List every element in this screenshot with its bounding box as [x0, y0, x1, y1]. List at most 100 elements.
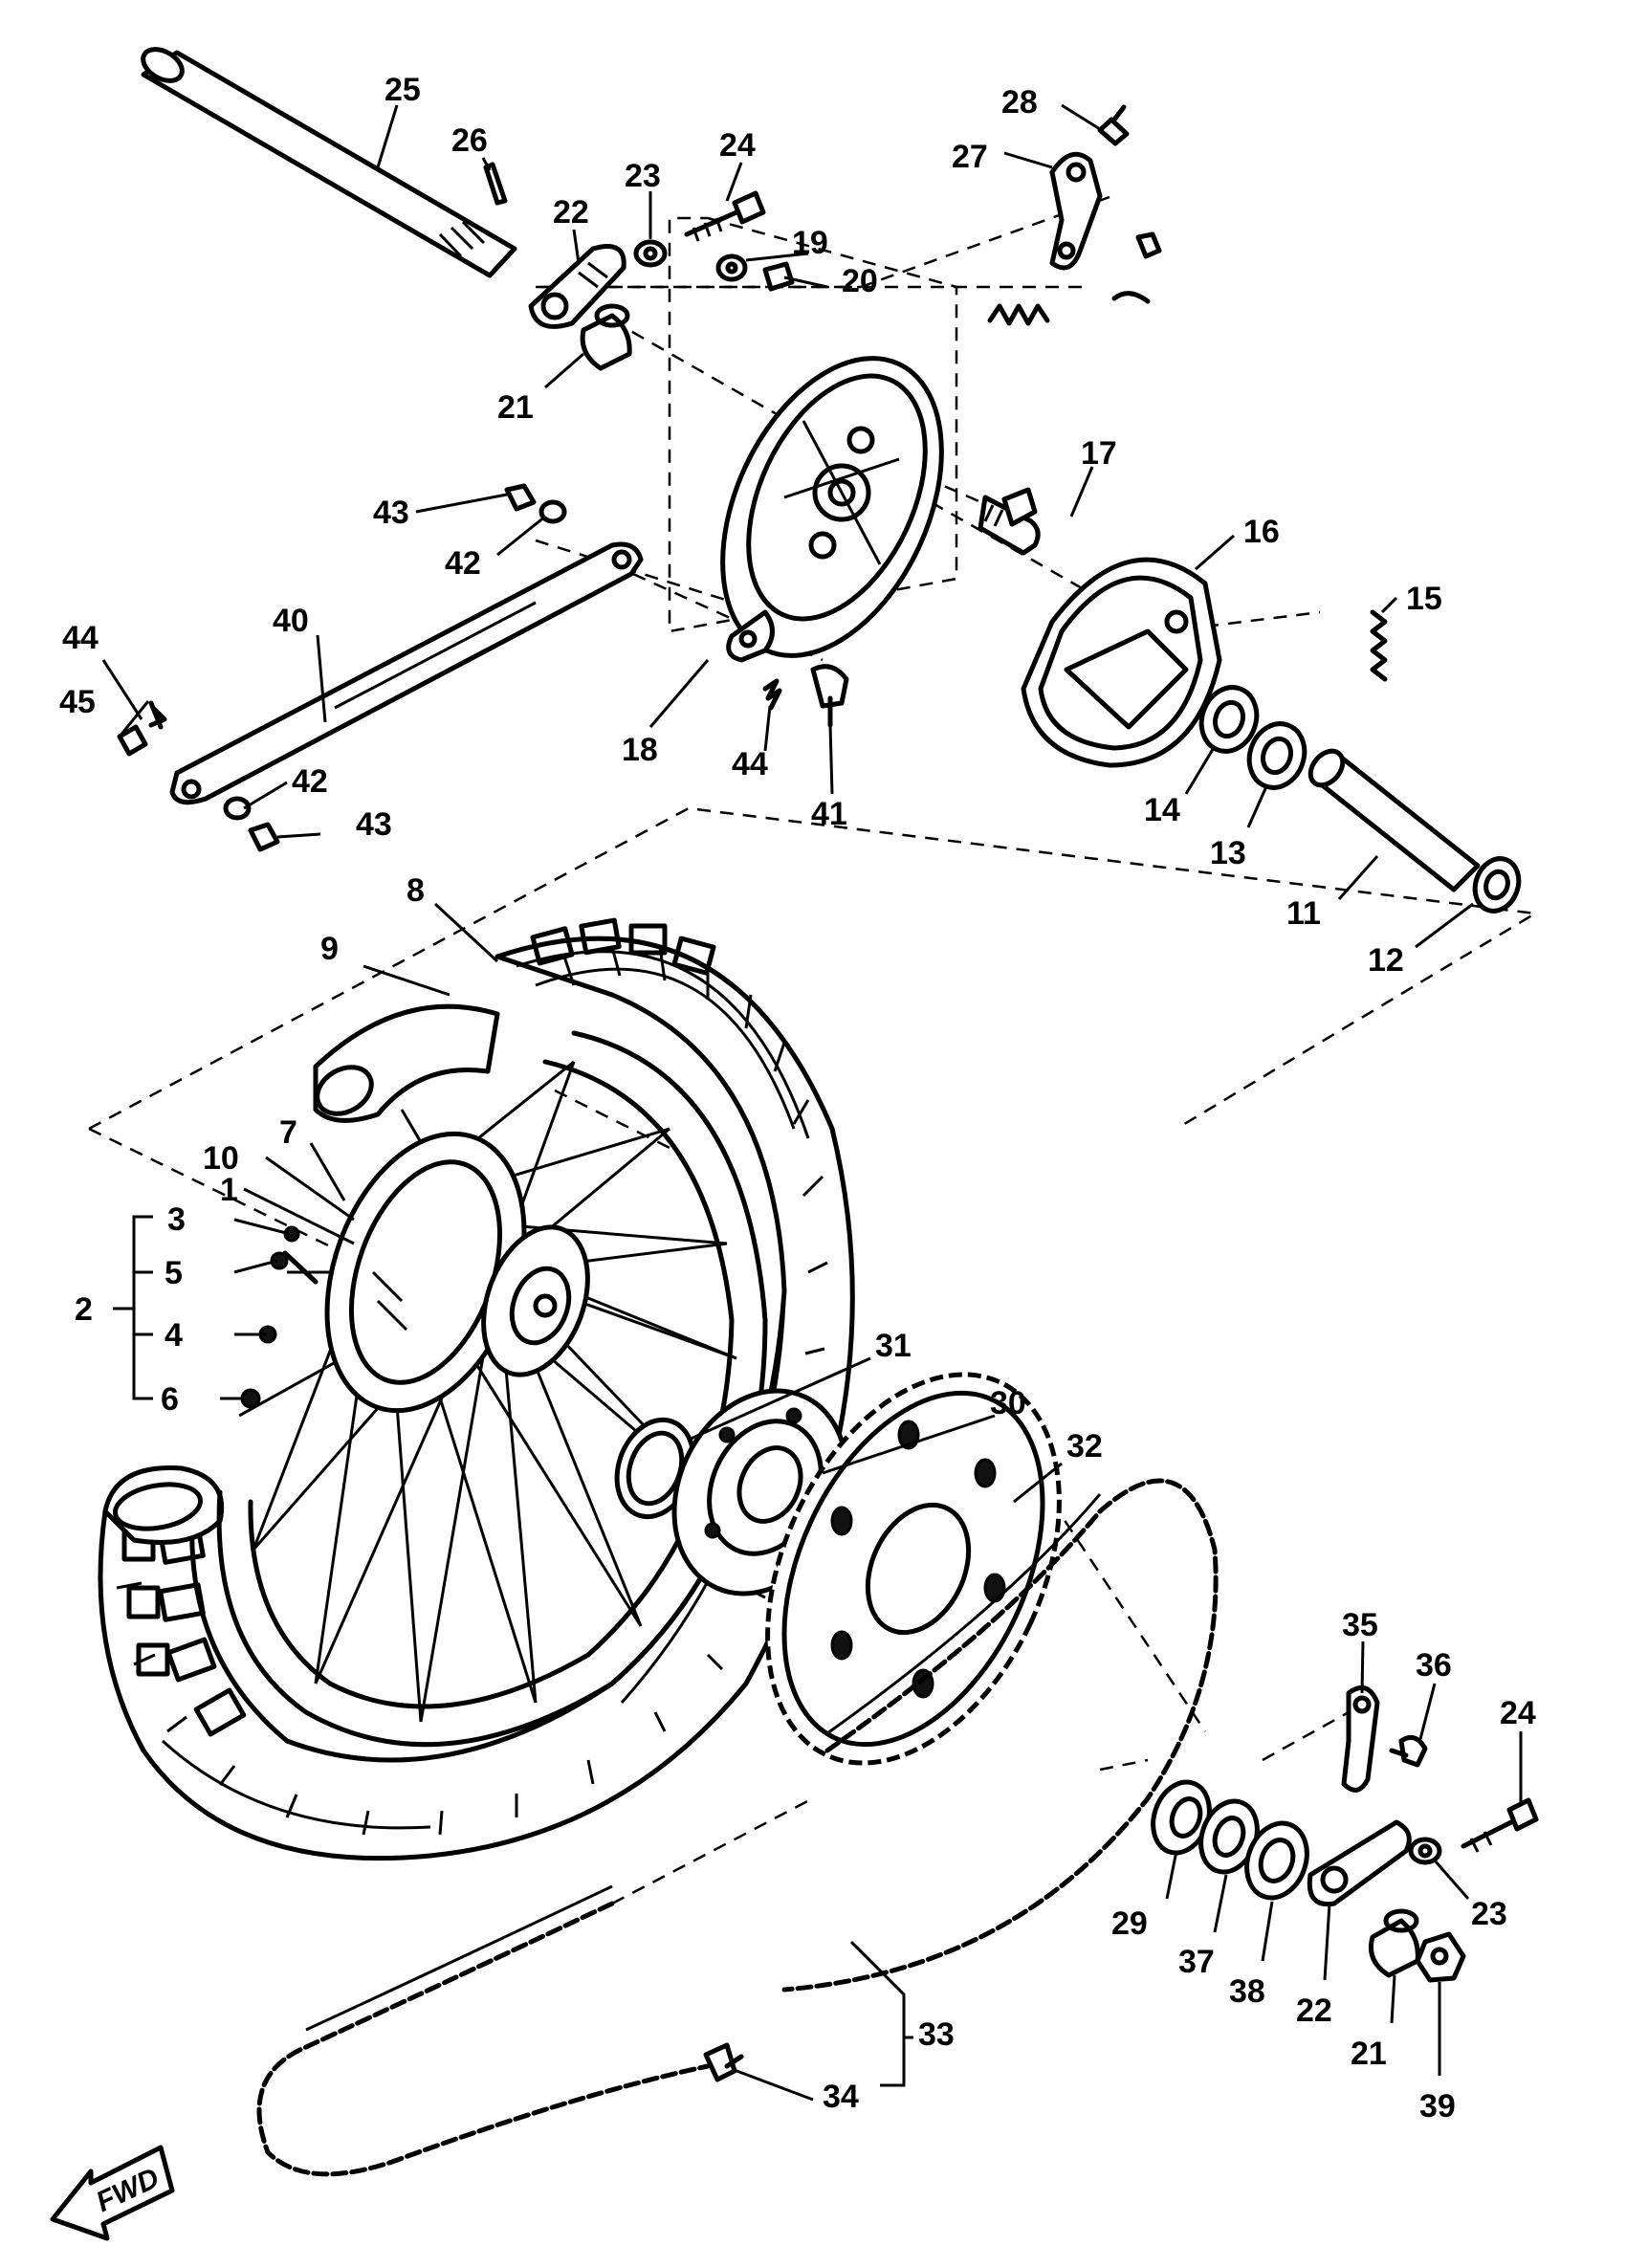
- camshaft-lever: [1049, 151, 1103, 271]
- callout-21: 21: [1351, 2036, 1387, 2072]
- callout-30: 30: [990, 1385, 1026, 1421]
- callout-16: 16: [1243, 514, 1280, 550]
- chain-puller-right: [1307, 1819, 1412, 1907]
- callout-29: 29: [1111, 1905, 1148, 1942]
- callout-24: 24: [1500, 1695, 1536, 1731]
- callout-6: 6: [161, 1381, 179, 1418]
- callout-5: 5: [165, 1255, 183, 1291]
- torque-rod-nut-upper: [504, 483, 567, 524]
- callout-22: 22: [1296, 1993, 1332, 2029]
- leader-lines: [101, 103, 1523, 2102]
- callout-20: 20: [842, 263, 878, 299]
- callout-10: 10: [203, 1140, 239, 1177]
- plate-cotter: [762, 678, 782, 711]
- callout-22: 22: [553, 194, 589, 231]
- axle-collar-lower: [1368, 1908, 1420, 1978]
- callout-31: 31: [875, 1328, 912, 1364]
- tensioner-bolt: [1389, 1734, 1428, 1768]
- callout-7: 7: [279, 1114, 297, 1151]
- callout-3: 3: [167, 1201, 186, 1238]
- axle-nut: [1415, 1931, 1466, 1983]
- callout-42: 42: [292, 763, 328, 800]
- hub-spacer: [1307, 748, 1481, 892]
- adjuster-nut-upper: [633, 239, 668, 268]
- callout-13: 13: [1210, 835, 1246, 871]
- callout-38: 38: [1229, 1973, 1265, 2010]
- callout-4: 4: [165, 1317, 183, 1354]
- callout-37: 37: [1178, 1944, 1215, 1980]
- callout-32: 32: [1066, 1428, 1103, 1464]
- callout-44: 44: [62, 620, 99, 656]
- callout-11: 11: [1286, 895, 1321, 932]
- callout-19: 19: [792, 225, 828, 261]
- brake-shoes: [1021, 557, 1222, 768]
- callout-9: 9: [320, 931, 339, 967]
- chain-joint: [703, 2042, 744, 2082]
- rim: [216, 1030, 768, 1748]
- tube-cut-end: [102, 1465, 225, 1545]
- lever-washer: [1111, 291, 1151, 304]
- valve-and-nut-set: [240, 1225, 319, 1409]
- lever-bolt: [1097, 104, 1130, 146]
- lever-nut: [1135, 231, 1162, 259]
- callout-43: 43: [356, 806, 392, 843]
- callout-23: 23: [625, 158, 661, 194]
- drive-chain: [256, 1478, 1219, 2177]
- callout-21: 21: [497, 389, 534, 426]
- callout-numbers: 25 26 22 23 24 28 27 19 20 21 17 16 15 4…: [59, 72, 1536, 2125]
- brake-arm-nut: [715, 253, 748, 282]
- axle-collar-upper: [580, 303, 632, 371]
- callout-14: 14: [1144, 792, 1180, 828]
- brake-torque-rod: [169, 541, 644, 805]
- callout-15: 15: [1406, 581, 1442, 617]
- callout-33: 33: [918, 2016, 955, 2053]
- callout-28: 28: [1001, 84, 1038, 121]
- callout-8: 8: [406, 872, 425, 909]
- plate-bolt: [810, 664, 849, 728]
- callout-26: 26: [451, 122, 488, 159]
- torque-rod-bolt-left: [117, 700, 167, 757]
- callout-41: 41: [811, 796, 847, 832]
- callout-12: 12: [1368, 942, 1404, 979]
- callout-39: 39: [1419, 2088, 1456, 2125]
- adjuster-bolt-upper: [684, 190, 766, 242]
- rear-axle: [141, 47, 517, 278]
- brake-shoe-plate: [720, 356, 944, 663]
- adjuster-bolt-lower: [1461, 1797, 1539, 1853]
- drive-side-bearing: [1198, 1798, 1260, 1875]
- tire-tread-lugs: [121, 917, 716, 1737]
- callout-23: 23: [1471, 1896, 1507, 1932]
- callout-45: 45: [59, 684, 96, 720]
- cotter-pin: [483, 162, 508, 206]
- callout-42: 42: [445, 545, 481, 582]
- callout-18: 18: [622, 732, 658, 768]
- forward-direction-arrow: FWD: [50, 2145, 175, 2241]
- chain-puller-left: [528, 244, 626, 329]
- callout-40: 40: [273, 603, 309, 639]
- adjuster-nut-lower: [1408, 1837, 1442, 1865]
- callout-34: 34: [823, 2079, 859, 2115]
- inner-tube: [313, 1003, 500, 1123]
- rear-sprocket: [765, 1372, 1062, 1766]
- callout-2: 2: [75, 1291, 93, 1328]
- brake-camshaft: [978, 487, 1041, 556]
- brake-arm-clip: [762, 261, 795, 292]
- drive-side-seal: [1244, 1820, 1309, 1901]
- callout-24: 24: [719, 127, 756, 164]
- oil-seal: [1472, 856, 1522, 914]
- wheel-bearing-right: [1246, 721, 1307, 790]
- brake-rod-spring: [987, 303, 1050, 326]
- callout-43: 43: [373, 495, 409, 531]
- callout-44: 44: [732, 746, 768, 782]
- callout-36: 36: [1416, 1647, 1452, 1684]
- callout-27: 27: [952, 139, 988, 175]
- callout-25: 25: [385, 72, 421, 108]
- torque-rod-nut-lower: [223, 796, 280, 852]
- callout-1: 1: [220, 1172, 238, 1208]
- callout-35: 35: [1342, 1607, 1378, 1643]
- chain-tensioner-plate: [1341, 1684, 1380, 1793]
- rear-hub: [324, 1131, 590, 1414]
- shoe-spring: [1370, 609, 1388, 682]
- wheel-bearing-left: [1198, 685, 1260, 754]
